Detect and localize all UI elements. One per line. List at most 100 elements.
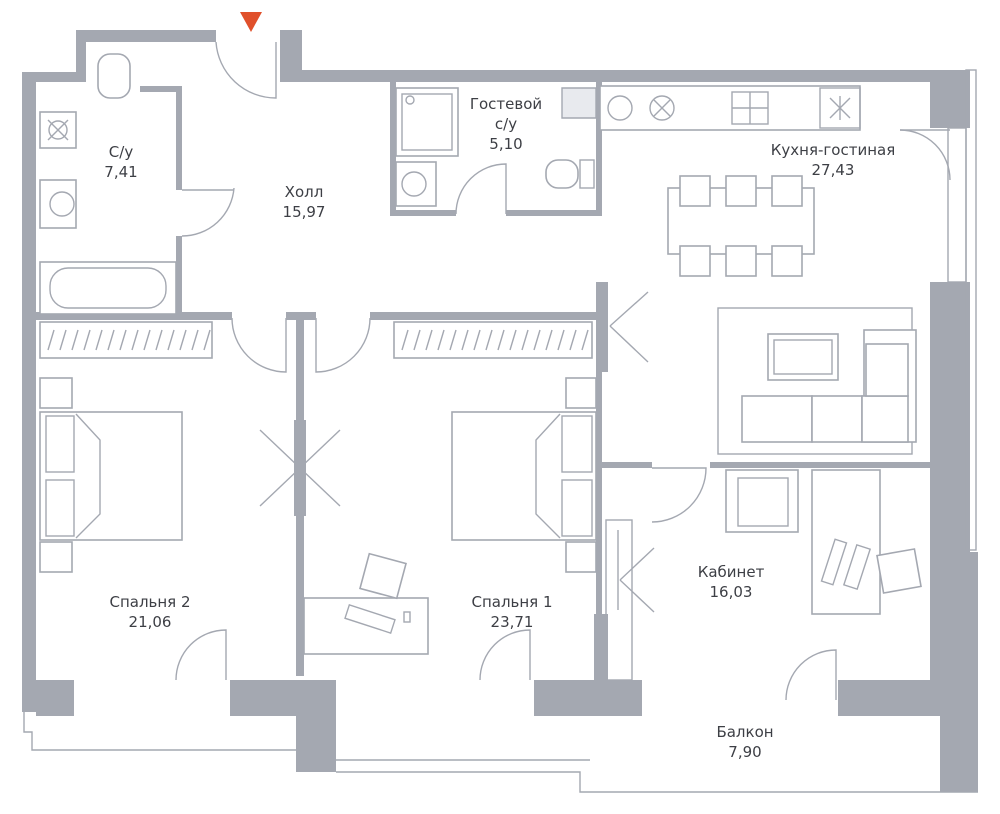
entrance-door[interactable] (215, 41, 277, 99)
room-name-kitchen-living: Кухня-гостиная (770, 141, 896, 159)
room-label-study: Кабинет 16,03 (698, 562, 765, 602)
toilet-bath (97, 53, 131, 99)
room-name-guest-wc-line1: Гостевой (469, 95, 543, 113)
armchair-study (725, 469, 799, 533)
dishwasher-icon (649, 95, 675, 121)
wall-bath-notch-top (22, 72, 86, 82)
nightstand-b2-bottom (39, 541, 73, 573)
hanger-mark (521, 329, 529, 351)
bedroom1-furniture (303, 377, 597, 681)
room-area-kitchen-living: 27,43 (811, 161, 855, 179)
balcony-rail-right (336, 771, 978, 793)
door-bedroom1 (315, 317, 371, 373)
door-study-balcony (785, 649, 837, 701)
chair-3 (771, 175, 803, 207)
hanger-mark (449, 329, 457, 351)
chair-bedroom1 (359, 552, 407, 600)
hanger-mark (95, 329, 103, 351)
chair-2 (725, 175, 757, 207)
room-area-hall: 15,97 (282, 203, 326, 221)
hanger-mark (179, 329, 187, 351)
wall-top-bath (76, 30, 216, 42)
wall-right-lower (940, 552, 978, 792)
hanger-mark (473, 329, 481, 351)
room-label-guest-wc: Гостевой с/у 5,10 (470, 94, 542, 154)
hanger-mark (557, 329, 565, 351)
wardrobe-bedroom2 (39, 321, 213, 359)
hanger-mark (47, 329, 55, 351)
hanger-mark (569, 329, 577, 351)
sink-bath (39, 179, 77, 229)
hanger-mark (497, 329, 505, 351)
chair-6 (771, 245, 803, 277)
room-area-guest-wc: 5,10 (489, 135, 523, 153)
sofa-arm (865, 343, 909, 397)
wardrobes (39, 317, 593, 373)
desk-study (811, 469, 881, 615)
shower-icon (395, 87, 459, 157)
room-label-bedroom2: Спальня 2 21,06 (109, 592, 190, 632)
wall-guest-wc-left (390, 82, 396, 214)
chair-4 (679, 245, 711, 277)
room-area-balcony: 7,90 (728, 743, 762, 761)
wall-hall-bottom-1 (286, 312, 316, 320)
room-name-guest-wc-line2: с/у (494, 115, 518, 133)
wall-bottom-block-3 (838, 680, 940, 716)
wall-bath-notch (76, 30, 86, 80)
hanger-mark (155, 329, 163, 351)
hanger-mark (131, 329, 139, 351)
hanger-mark (545, 329, 553, 351)
entrance-arrow-icon (240, 12, 262, 32)
sofa-seat-1 (741, 395, 813, 443)
hanger-mark (461, 329, 469, 351)
wall-study-top-1 (602, 462, 652, 468)
nightstand-b1-top (565, 377, 597, 409)
hanger-mark (485, 329, 493, 351)
chair-5 (725, 245, 757, 277)
window-right-frame (947, 127, 967, 283)
hanger-mark (107, 329, 115, 351)
hanger-mark (425, 329, 433, 351)
wall-guest-wc-right (596, 82, 602, 214)
hanger-mark (203, 329, 211, 351)
wall-guest-wc-bottom-1 (390, 210, 456, 216)
door-study (651, 467, 707, 523)
hanger-mark (509, 329, 517, 351)
hanger-mark (533, 329, 541, 351)
study-furniture (605, 467, 922, 701)
room-area-bedroom2: 21,06 (128, 613, 172, 631)
kitchen-counter (599, 85, 861, 131)
door-guest-wc (455, 163, 507, 215)
toilet-guest (545, 159, 579, 189)
bath-fixtures (39, 53, 235, 315)
room-name-balcony: Балкон (716, 723, 774, 741)
room-label-kitchen-living: Кухня-гостиная 27,43 (771, 140, 895, 180)
fridge-icon (819, 87, 861, 129)
wall-study-top-2 (710, 462, 932, 468)
nightstand-b2-top (39, 377, 73, 409)
hanger-mark (191, 329, 199, 351)
wall-bottom-left-block (36, 680, 74, 716)
bed-bedroom2 (39, 411, 183, 541)
room-area-bath: 7,41 (104, 163, 138, 181)
wall-bath-hall-lower (176, 236, 182, 316)
door-kitchen-balcony (899, 129, 951, 181)
laptop-bedroom1 (344, 604, 396, 634)
room-label-hall: Холл 15,97 (283, 182, 326, 222)
hanger-mark (119, 329, 127, 351)
balcony-rail-left (23, 712, 296, 751)
kitchen-sink-icon (607, 95, 633, 121)
wall-bath-hall (176, 86, 182, 190)
sliding-door-study (605, 519, 633, 681)
door-bedroom1-balcony (479, 629, 531, 681)
hanger-mark (581, 329, 589, 351)
desk-bedroom1 (303, 597, 429, 655)
shaft-icon (561, 87, 597, 119)
room-label-bedroom1: Спальня 1 23,71 (471, 592, 552, 632)
hanger-mark (167, 329, 175, 351)
hanger-mark (59, 329, 67, 351)
wall-bedroom1-right (596, 372, 602, 678)
sofa-seat-2 (811, 395, 863, 443)
wall-study-left-lower (594, 614, 608, 680)
